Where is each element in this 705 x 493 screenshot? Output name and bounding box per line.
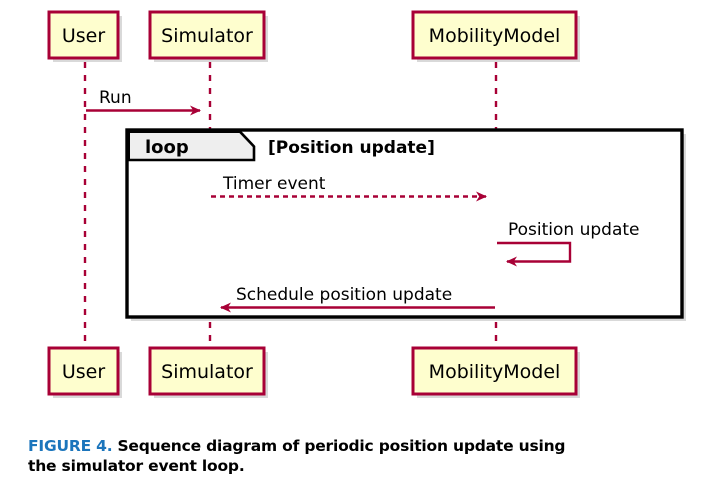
participant-user-bottom-box[interactable] [47, 346, 120, 396]
participant-user-bottom[interactable]: User [47, 346, 122, 398]
loop-fragment: loop [Position update] [125, 128, 686, 321]
participant-mobilitymodel-top-box[interactable] [411, 10, 578, 60]
message-timer-event: Timer event [211, 174, 487, 202]
participant-user-top-label: User [62, 25, 105, 47]
uml-sequence-diagram: loop [Position update] Run Timer event P… [47, 10, 686, 398]
message-run-label: Run [99, 88, 132, 108]
participant-mobilitymodel-top[interactable]: MobilityModel [411, 10, 580, 62]
participant-simulator-bottom-box[interactable] [148, 346, 266, 396]
message-timer-event-label: Timer event [222, 174, 326, 194]
participant-mobilitymodel-bottom-box[interactable] [411, 346, 578, 396]
participant-user-top-box[interactable] [47, 10, 120, 60]
participant-simulator-top[interactable]: Simulator [148, 10, 268, 62]
message-schedule-position-update: Schedule position update [220, 285, 495, 313]
participant-mobilitymodel-top-label: MobilityModel [429, 25, 561, 47]
message-position-update-label: Position update [508, 220, 640, 240]
loop-fragment-header-tab [127, 130, 256, 162]
message-run: Run [86, 88, 201, 116]
participants-top: User Simulator MobilityModel [47, 10, 580, 62]
participant-mobilitymodel-bottom-label: MobilityModel [429, 361, 561, 383]
participant-simulator-top-box[interactable] [148, 10, 266, 60]
participant-user-top[interactable]: User [47, 10, 122, 62]
participant-simulator-bottom-label: Simulator [161, 361, 253, 383]
figure-number-label: FIGURE 4. [28, 437, 113, 455]
loop-fragment-operator-label: loop [145, 137, 189, 158]
participant-mobilitymodel-bottom[interactable]: MobilityModel [411, 346, 580, 398]
figure-caption: FIGURE 4.Sequence diagram of periodic po… [28, 437, 588, 477]
message-position-update-selfloop [497, 241, 572, 267]
participant-simulator-bottom[interactable]: Simulator [148, 346, 268, 398]
participant-simulator-top-label: Simulator [161, 25, 253, 47]
loop-fragment-guard-label: [Position update] [268, 138, 435, 158]
message-schedule-position-update-label: Schedule position update [236, 285, 452, 305]
figure-caption-text: Sequence diagram of periodic position up… [28, 437, 566, 475]
participants-bottom: User Simulator MobilityModel [47, 346, 580, 398]
message-position-update: Position update [497, 220, 640, 267]
participant-user-bottom-label: User [62, 361, 105, 383]
